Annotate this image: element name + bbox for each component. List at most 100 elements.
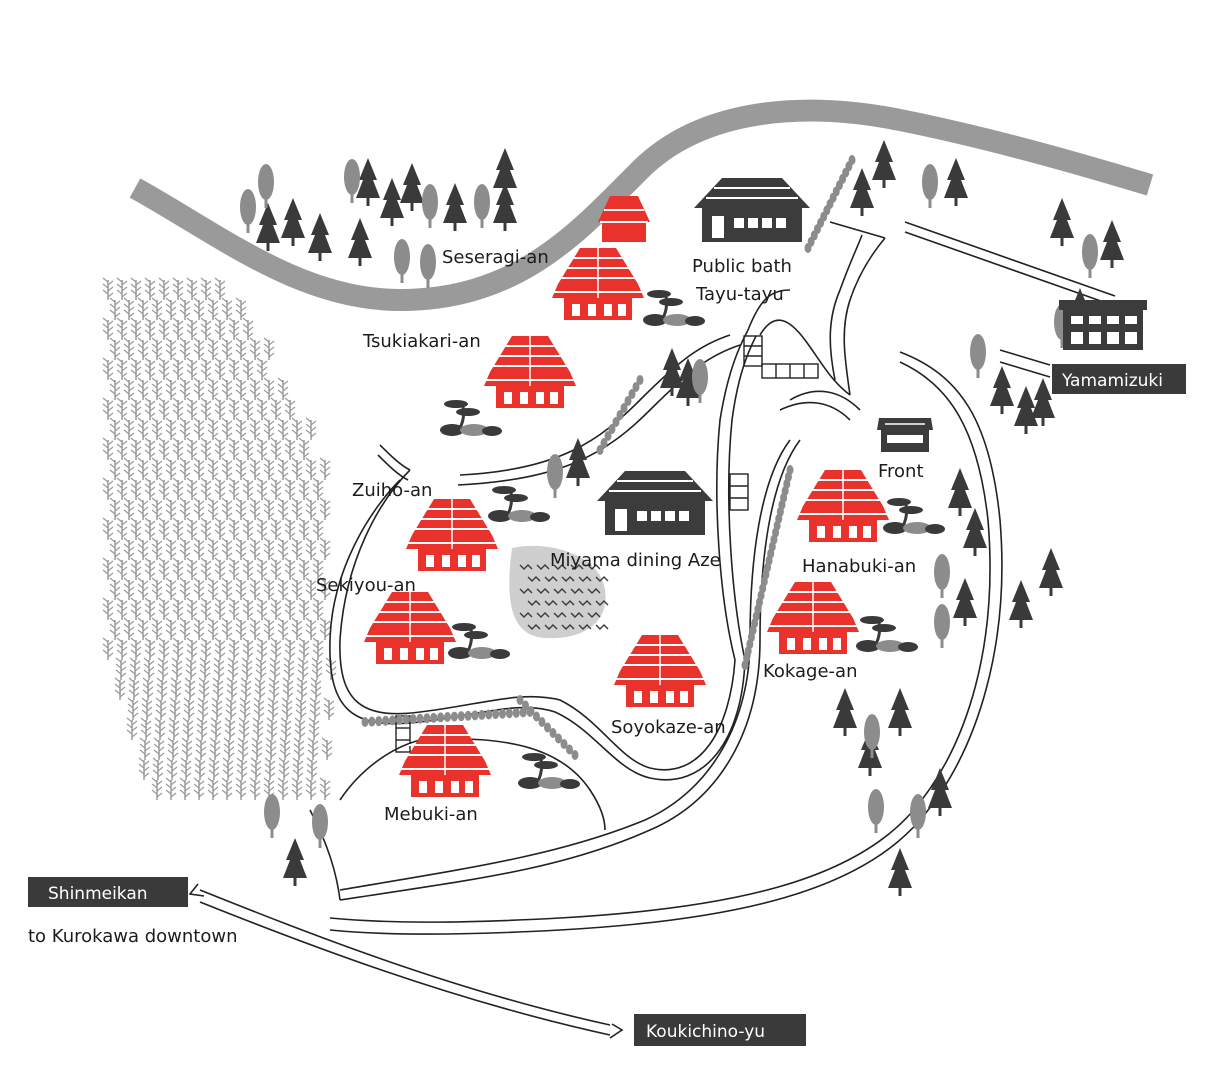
reed	[151, 297, 163, 321]
reed	[179, 377, 191, 401]
reed	[266, 717, 278, 741]
reed	[152, 757, 164, 781]
cottage-soyokaze[interactable]	[613, 634, 707, 708]
reed	[165, 577, 177, 601]
ripple	[587, 588, 601, 594]
reed	[186, 317, 198, 341]
conifer-tree	[281, 198, 305, 246]
conifer-tree	[833, 688, 857, 736]
reed	[242, 517, 254, 541]
reed	[172, 557, 184, 581]
ripple	[519, 588, 533, 594]
reed	[298, 437, 310, 461]
ripple	[587, 564, 601, 570]
reed	[208, 757, 220, 781]
reed	[311, 657, 323, 681]
cottage-sekiyou[interactable]	[363, 591, 457, 665]
reed	[277, 537, 289, 561]
deciduous-tree	[547, 454, 563, 498]
reed	[321, 737, 333, 761]
reed	[277, 377, 289, 401]
reed	[263, 577, 275, 601]
reed	[249, 577, 261, 601]
reed	[242, 477, 254, 501]
reed	[312, 477, 324, 501]
yamamizuki-building	[1059, 300, 1147, 350]
reed	[211, 697, 223, 721]
reed	[241, 657, 253, 681]
reed	[267, 697, 279, 721]
reed	[127, 697, 139, 721]
reed	[280, 717, 292, 741]
cottage-hanabuki[interactable]	[796, 469, 890, 543]
reed	[228, 397, 240, 421]
reed	[109, 617, 121, 641]
reed	[207, 497, 219, 521]
deciduous-tree	[394, 239, 410, 283]
destination-shinmeikan[interactable]: Shinmeikan	[28, 877, 188, 907]
cottage-kokage[interactable]	[766, 581, 860, 655]
reed	[140, 717, 152, 741]
reed	[305, 777, 317, 801]
reed	[130, 477, 142, 501]
reed	[319, 457, 331, 481]
reed	[102, 477, 114, 501]
reed	[310, 677, 322, 701]
reed	[296, 677, 308, 701]
hedge-bush	[566, 744, 573, 755]
cottage-zuiho[interactable]	[405, 498, 499, 572]
hedge-bush	[544, 722, 551, 733]
ripple	[587, 612, 601, 618]
hedge-bush	[382, 715, 390, 726]
reed	[255, 657, 267, 681]
reed	[198, 677, 210, 701]
reed	[179, 577, 191, 601]
deciduous-tree	[312, 804, 328, 848]
deciduous-tree	[934, 554, 950, 598]
deciduous-tree	[474, 184, 490, 228]
reed	[308, 717, 320, 741]
cottage-mebuki[interactable]	[398, 724, 492, 798]
deciduous-tree	[258, 164, 274, 208]
reed	[130, 437, 142, 461]
reed	[193, 337, 205, 361]
reed	[277, 617, 289, 641]
reed	[123, 577, 135, 601]
conifer-tree	[283, 838, 307, 886]
reed	[270, 437, 282, 461]
reed	[263, 457, 275, 481]
deciduous-tree	[264, 794, 280, 838]
reed	[214, 437, 226, 461]
reed	[256, 437, 268, 461]
hedge-bush	[423, 713, 431, 724]
reed	[109, 377, 121, 401]
direction-arrows	[188, 883, 624, 1039]
reed	[142, 677, 154, 701]
reed	[172, 517, 184, 541]
reed	[158, 477, 170, 501]
reed	[242, 597, 254, 621]
reed	[312, 637, 324, 661]
reed	[193, 497, 205, 521]
reed	[116, 437, 128, 461]
label-mebuki: Mebuki-an	[384, 804, 478, 825]
cottage-tsukiakari[interactable]	[483, 335, 577, 409]
destination-yamamizuki[interactable]: Yamamizuki	[1052, 364, 1186, 394]
deciduous-tree	[970, 334, 986, 378]
reed	[312, 517, 324, 541]
reed	[109, 577, 121, 601]
reed	[214, 517, 226, 541]
destination-koukichino[interactable]: Koukichino-yu	[634, 1014, 806, 1046]
reed	[214, 277, 226, 301]
cottage-seseragi-main[interactable]	[551, 247, 645, 321]
conifer-tree	[308, 213, 332, 261]
reed	[109, 457, 121, 481]
reed	[137, 457, 149, 481]
reed	[123, 617, 135, 641]
deciduous-tree	[910, 794, 926, 838]
reed	[279, 737, 291, 761]
reed	[263, 537, 275, 561]
conifer-tree	[888, 848, 912, 896]
reed	[172, 277, 184, 301]
reed	[158, 437, 170, 461]
